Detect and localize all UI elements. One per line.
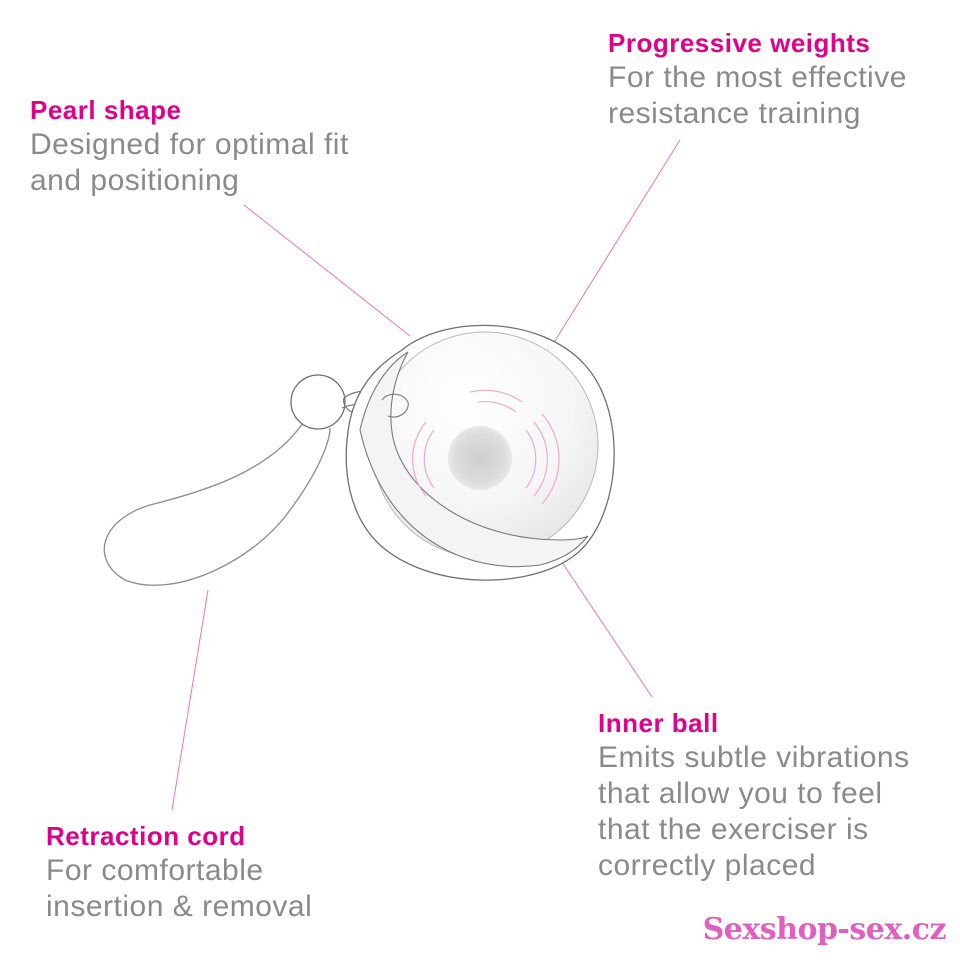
description-line: For the most effective bbox=[608, 61, 907, 94]
description-line: Designed for optimal fit bbox=[30, 128, 349, 161]
callout-title: Progressive weights bbox=[608, 28, 871, 58]
callout-description: For the most effective resistance traini… bbox=[608, 60, 907, 132]
callout-description: For comfortable insertion & removal bbox=[46, 853, 312, 925]
description-line: resistance training bbox=[608, 97, 861, 130]
callout-description: Designed for optimal fit and positioning bbox=[30, 127, 349, 199]
leader-line-pearl-shape bbox=[243, 204, 411, 337]
description-line: insertion & removal bbox=[46, 890, 313, 923]
description-line: and positioning bbox=[30, 164, 240, 197]
callout-description: Emits subtle vibrations that allow you t… bbox=[598, 740, 910, 884]
description-line: correctly placed bbox=[598, 849, 817, 882]
callout-inner-ball: Inner ball Emits subtle vibrations that … bbox=[598, 706, 910, 884]
shell-band bbox=[359, 351, 589, 568]
watermark: Sexshop-sex.cz bbox=[702, 912, 947, 947]
cord-ball bbox=[290, 374, 346, 430]
callout-progressive-weights: Progressive weights For the most effecti… bbox=[608, 26, 907, 132]
vibration-arcs bbox=[412, 389, 560, 505]
description-line: that allow you to feel bbox=[598, 777, 883, 810]
description-line: For comfortable bbox=[46, 854, 264, 887]
retraction-cord bbox=[103, 422, 331, 586]
callout-title: Pearl shape bbox=[30, 95, 182, 125]
attachment-loop bbox=[381, 393, 409, 418]
description-line: that the exerciser is bbox=[598, 813, 869, 846]
description-line: Emits subtle vibrations bbox=[598, 741, 910, 774]
callout-title: Retraction cord bbox=[46, 821, 246, 851]
callout-pearl-shape: Pearl shape Designed for optimal fit and… bbox=[30, 93, 349, 199]
leader-line-retraction-cord bbox=[171, 589, 209, 811]
callout-title: Inner ball bbox=[598, 708, 719, 738]
inner-ball bbox=[448, 426, 512, 490]
callout-retraction-cord: Retraction cord For comfortable insertio… bbox=[46, 819, 312, 925]
